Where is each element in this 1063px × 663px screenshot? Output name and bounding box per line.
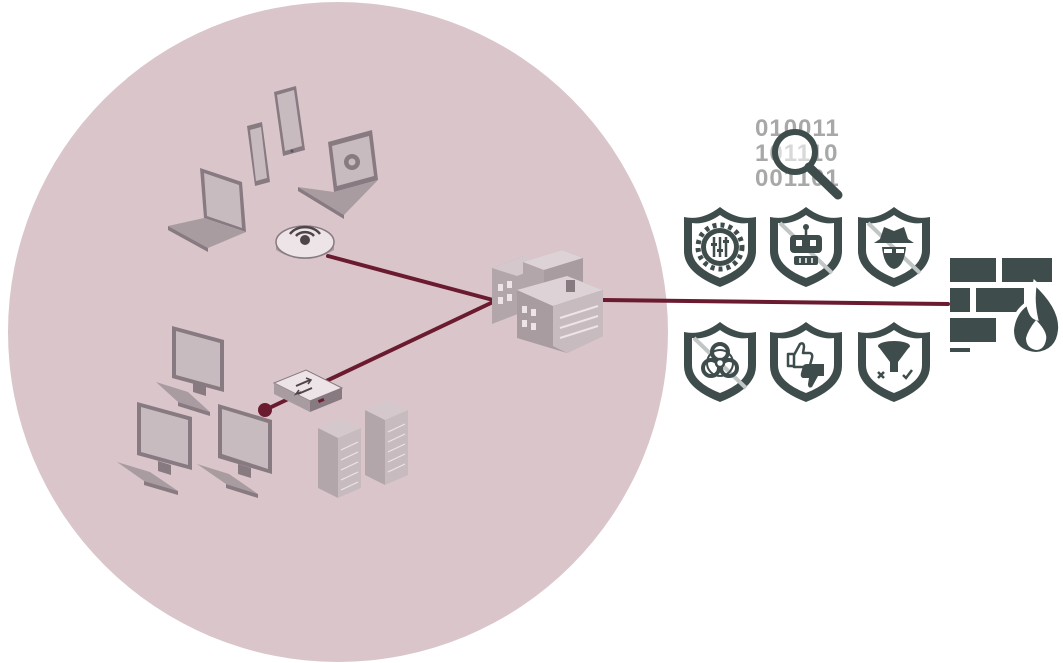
tablet-icon — [274, 86, 305, 156]
biohazard-shield-icon — [684, 322, 756, 402]
link-ap-to-hq — [326, 254, 495, 302]
office-building-icon — [492, 250, 603, 353]
wireless-access-point-icon — [275, 225, 335, 259]
switch-link-endpoint — [258, 403, 272, 417]
server-rack-icon — [365, 400, 408, 485]
desktop-computer-icon — [156, 326, 224, 416]
laptop-icon — [168, 168, 246, 252]
desktop-computer-icon — [197, 404, 272, 498]
reputation-shield-icon — [770, 322, 842, 402]
network-switch-icon — [272, 369, 344, 412]
settings-shield-icon — [684, 207, 756, 287]
bot-shield-icon — [770, 207, 842, 287]
data-inspection: 010011 101110 001101 — [755, 115, 843, 200]
phone-icon — [247, 122, 270, 186]
spy-shield-icon — [858, 207, 930, 287]
magnifier-icon — [772, 129, 843, 200]
local-network-zone — [8, 2, 668, 662]
laptop-browser-icon — [298, 130, 378, 219]
desktop-computer-icon — [117, 402, 192, 495]
filter-shield-icon — [858, 322, 930, 402]
server-rack-icon — [318, 418, 361, 498]
firewall-icon — [950, 258, 1063, 357]
link-hq-to-firewall — [601, 298, 950, 306]
